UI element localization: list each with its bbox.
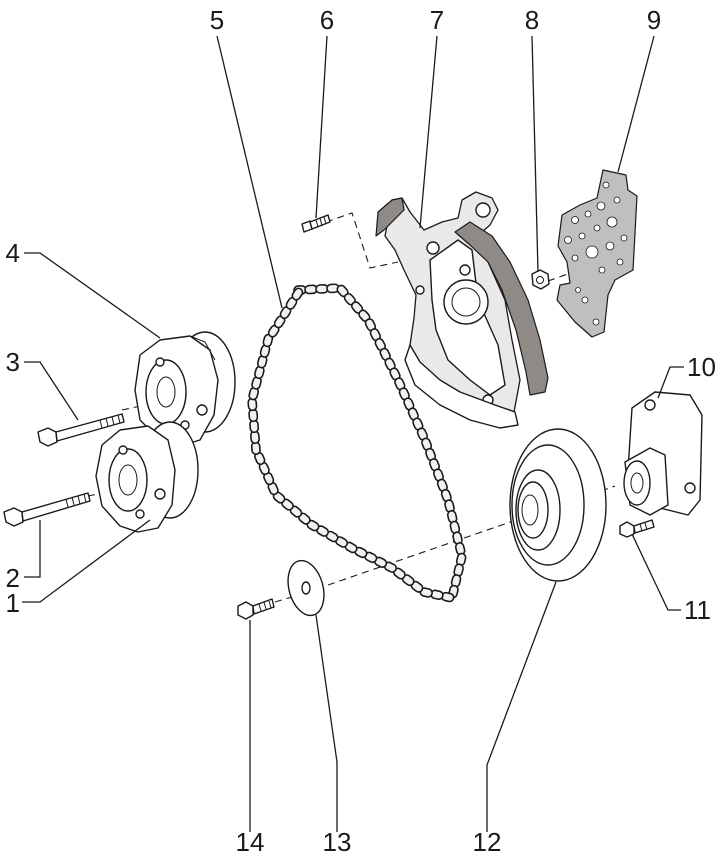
callout-8: 8 — [525, 5, 539, 35]
leader-11 — [631, 533, 681, 611]
leader-9 — [617, 35, 655, 173]
callout-1: 1 — [6, 588, 20, 618]
part-6-bolt — [301, 214, 331, 233]
axis-line-8-9 — [547, 267, 586, 282]
part-13-washer — [287, 559, 325, 617]
leader-7 — [419, 35, 438, 229]
part-9-baffle-plate — [556, 169, 638, 338]
callout-7: 7 — [430, 5, 444, 35]
part-1-camshaft-adjuster-lower — [95, 421, 199, 533]
callout-12: 12 — [473, 827, 502, 853]
leader-12 — [486, 581, 557, 832]
part-7-chain-tensioner-housing — [375, 191, 549, 429]
callout-13: 13 — [323, 827, 352, 853]
callout-4: 4 — [6, 238, 20, 268]
leader-8 — [531, 35, 539, 273]
part-10-drive-flange — [623, 391, 703, 516]
leader-5 — [216, 35, 283, 309]
part-8-nut — [531, 269, 550, 290]
part-3-long-bolt — [37, 413, 125, 447]
leader-1 — [22, 519, 151, 603]
leader-10 — [657, 366, 684, 399]
callout-9: 9 — [647, 5, 661, 35]
callout-10: 10 — [687, 352, 716, 382]
chain-link — [291, 287, 304, 301]
callout-11: 11 — [684, 595, 711, 625]
leader-2 — [24, 520, 41, 578]
callout-14: 14 — [236, 827, 265, 853]
part-2-long-bolt — [3, 492, 91, 527]
leader-13 — [315, 614, 338, 832]
part-11-bolt — [619, 519, 655, 538]
leader-6 — [315, 35, 328, 219]
leader-3 — [24, 361, 79, 421]
callout-2: 2 — [6, 563, 20, 593]
callout-3: 3 — [6, 347, 20, 377]
leader-lines — [22, 35, 684, 832]
part-5-timing-chain — [247, 283, 467, 603]
callout-labels: 1 2 3 4 5 6 7 8 9 10 11 12 13 14 — [6, 5, 716, 853]
callout-6: 6 — [320, 5, 334, 35]
part-12-crankshaft-sprocket — [509, 428, 607, 582]
axis-line-3-4 — [121, 403, 151, 411]
part-14-bolt — [237, 598, 275, 620]
leader-4 — [24, 252, 161, 339]
axis-line-14-12 — [274, 516, 526, 603]
axis-line-6-7 — [325, 212, 399, 269]
callout-5: 5 — [210, 5, 224, 35]
part-4-camshaft-adjuster-upper — [134, 331, 236, 447]
